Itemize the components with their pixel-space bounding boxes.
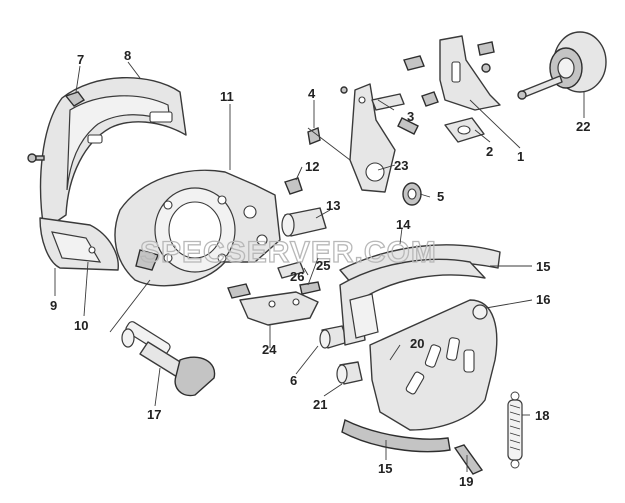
gasket-part: [444, 117, 485, 143]
return-spring-part: [507, 391, 523, 469]
callout-18: 18: [535, 408, 549, 423]
shoe-bracket-part: [227, 283, 319, 326]
callout-7: 7: [77, 52, 84, 67]
clevis-bolt-part: [340, 86, 419, 135]
dust-shield-part: [39, 77, 187, 231]
callout-23: 23: [394, 158, 408, 173]
callout-14: 14: [396, 217, 411, 232]
callout-6: 6: [290, 373, 297, 388]
callout-labels: 1 2 3 4 5 6 7 8 9 10 11 12 13 14 15 15 1…: [50, 48, 590, 489]
callout-15-bottom: 15: [378, 461, 392, 476]
leader-lines: [54, 61, 585, 472]
grease-fitting-part: [284, 177, 303, 195]
callout-3: 3: [407, 109, 414, 124]
callout-24: 24: [262, 342, 277, 357]
slack-adjuster-part: [349, 83, 396, 193]
callout-8: 8: [124, 48, 131, 63]
bushing-part: [281, 207, 327, 237]
brake-shoe-upper-part: [339, 258, 486, 346]
callout-4: 4: [308, 86, 316, 101]
spring-pin-part: [299, 281, 321, 295]
anchor-pin-part: [453, 444, 484, 475]
roller-pin-part: [277, 261, 305, 279]
brake-shoe-lower-part: [369, 299, 498, 431]
roller-part: [319, 325, 349, 349]
callout-21: 21: [313, 397, 327, 412]
washer-part: [402, 182, 422, 206]
callout-2: 2: [486, 144, 493, 159]
cam-roller-part: [336, 361, 363, 385]
callout-5: 5: [437, 189, 444, 204]
callout-17: 17: [147, 407, 161, 422]
callout-16: 16: [536, 292, 550, 307]
callout-15-top: 15: [536, 259, 550, 274]
small-screw-part: [27, 153, 45, 163]
chamber-bracket-part: [403, 35, 501, 111]
lower-shield-part: [39, 217, 119, 271]
callout-11: 11: [220, 89, 234, 104]
callout-22: 22: [576, 119, 590, 134]
brake-spider-part: [114, 169, 281, 287]
callout-13: 13: [326, 198, 340, 213]
brake-chamber-part: [517, 31, 607, 100]
callout-1: 1: [517, 149, 524, 164]
callout-9: 9: [50, 298, 57, 313]
callout-25: 25: [316, 258, 330, 273]
clip-part: [64, 91, 86, 107]
camshaft-part: [121, 321, 216, 397]
watermark-text: SPECSERVER.COM: [140, 236, 437, 269]
callout-12: 12: [305, 159, 319, 174]
brake-lining-lower-part: [341, 418, 451, 453]
callout-10: 10: [74, 318, 88, 333]
callout-26: 26: [290, 269, 304, 284]
callout-19: 19: [459, 474, 473, 489]
callout-20: 20: [410, 336, 424, 351]
clevis-pin-part: [307, 127, 321, 145]
